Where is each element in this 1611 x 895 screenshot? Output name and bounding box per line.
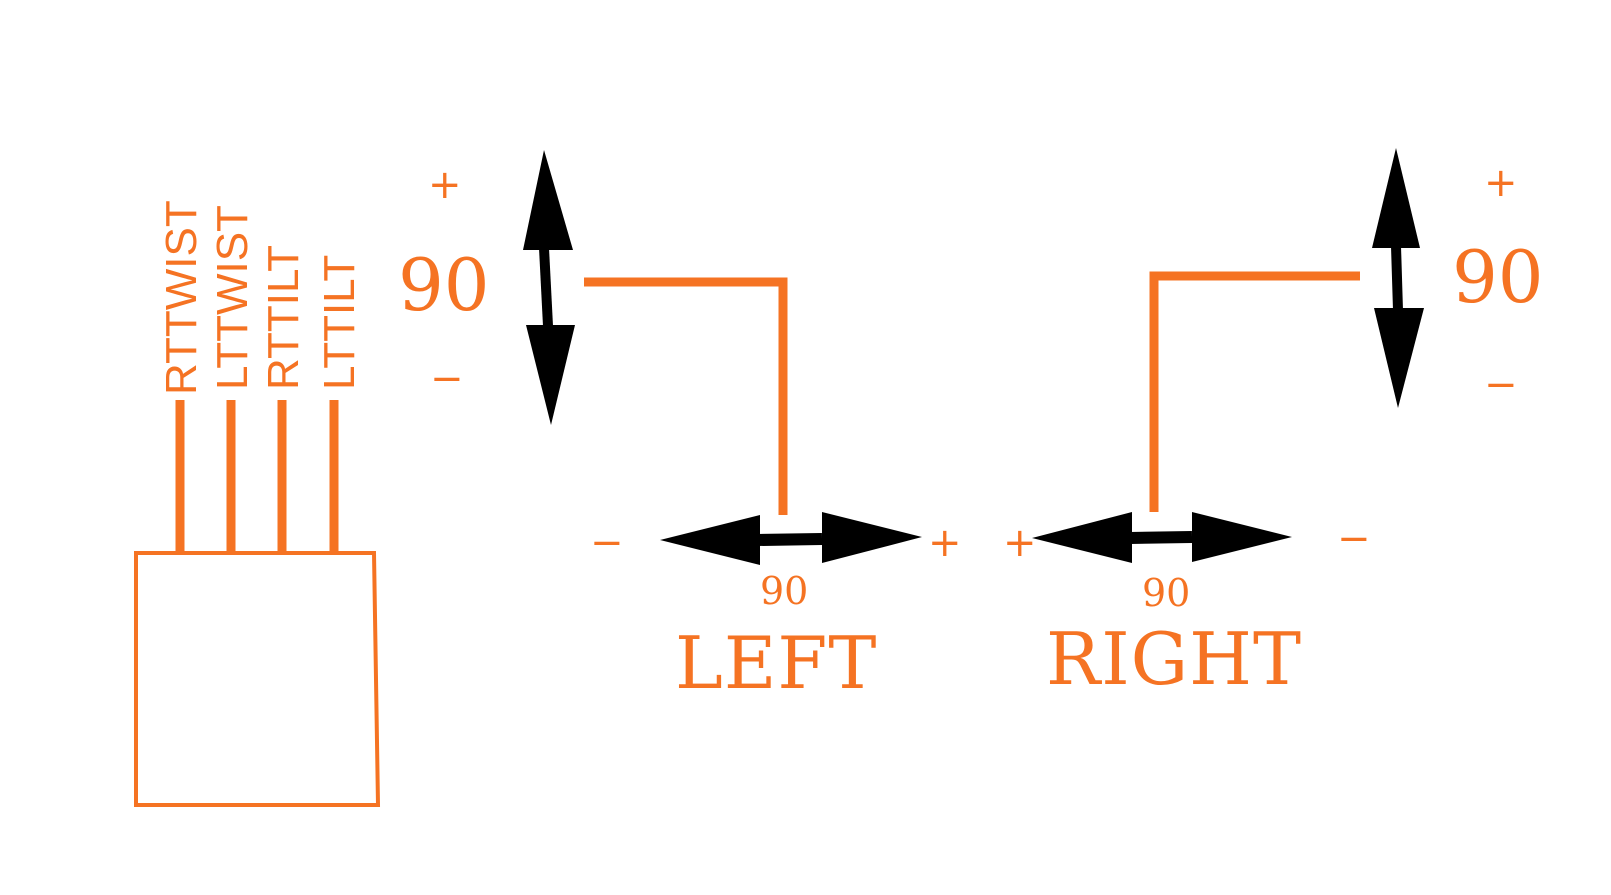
left-vertical-minus: −	[430, 356, 464, 402]
right-horizontal-arrow	[1032, 512, 1292, 563]
connector: RTTWIST LTTWIST RTTILT LTTILT	[134, 200, 381, 807]
left-horizontal-plus: +	[928, 520, 962, 566]
right-horizontal-minus: −	[1337, 516, 1371, 562]
left-name-label: LEFT	[675, 621, 877, 705]
right-vertical-arrow	[1372, 148, 1424, 408]
right-servo: + 90 − + − 90 RIGHT	[1003, 148, 1544, 701]
right-horizontal-plus: +	[1003, 520, 1037, 566]
left-horizontal-arrow	[660, 512, 922, 565]
right-arm-line	[1149, 271, 1360, 512]
left-servo: + 90 − − + 90 LEFT	[398, 150, 962, 705]
pin-label-rttilt: RTTILT	[259, 245, 308, 390]
left-horizontal-value: 90	[760, 569, 808, 613]
right-vertical-plus: +	[1484, 160, 1518, 206]
right-name-label: RIGHT	[1046, 617, 1302, 701]
left-vertical-arrow	[523, 150, 575, 425]
left-vertical-plus: +	[428, 162, 462, 208]
right-horizontal-value: 90	[1142, 571, 1190, 615]
connector-box	[134, 551, 381, 807]
right-vertical-minus: −	[1484, 362, 1518, 408]
left-horizontal-minus: −	[590, 520, 624, 566]
left-arm-line	[584, 277, 788, 515]
pin-label-rttwist: RTTWIST	[157, 200, 206, 395]
pin-label-lttwist: LTTWIST	[208, 205, 257, 390]
left-vertical-value: 90	[398, 243, 490, 327]
right-vertical-value: 90	[1452, 235, 1544, 319]
pin-label-lttilt: LTTILT	[315, 255, 364, 390]
